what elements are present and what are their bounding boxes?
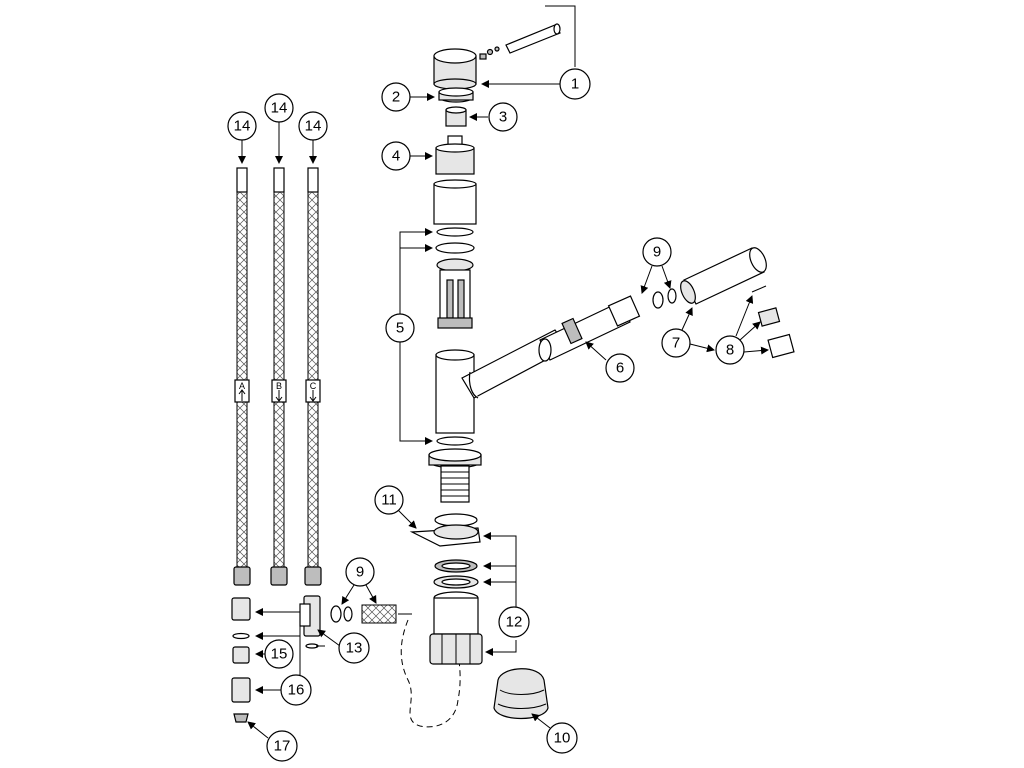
svg-text:17: 17 <box>274 738 291 755</box>
hose-label-a: A <box>239 381 245 391</box>
callout-14-b: 14 <box>264 93 294 123</box>
callout-1: 1 <box>559 68 591 100</box>
lever-plate <box>409 513 481 547</box>
callout-14-a: 14 <box>227 111 257 141</box>
supply-hose-b <box>270 167 288 586</box>
hose-weight <box>493 668 549 719</box>
threaded-shank <box>428 448 482 503</box>
svg-text:2: 2 <box>392 89 400 106</box>
cap-ring <box>438 87 474 103</box>
svg-text:4: 4 <box>392 148 400 165</box>
svg-text:5: 5 <box>396 320 404 337</box>
callout-2: 2 <box>381 82 411 112</box>
adapter-parts <box>231 595 461 728</box>
callout-13: 13 <box>338 632 370 664</box>
callout-14-c: 14 <box>298 111 328 141</box>
callout-17: 17 <box>266 730 298 762</box>
aerator-parts <box>751 285 795 359</box>
callout-5: 5 <box>385 313 415 343</box>
svg-text:13: 13 <box>346 640 363 657</box>
callout-10: 10 <box>546 722 578 754</box>
cartridge <box>435 135 475 175</box>
svg-text:14: 14 <box>234 118 251 135</box>
supply-hose-a <box>233 167 251 586</box>
callout-15: 15 <box>264 639 294 669</box>
flow-arrow-icons <box>238 389 317 402</box>
svg-text:9: 9 <box>653 244 661 261</box>
callout-6: 6 <box>605 353 635 383</box>
pull-out-hose <box>538 288 677 362</box>
callout-3: 3 <box>488 102 518 132</box>
bonnet-nut <box>445 106 467 127</box>
callout-11: 11 <box>374 485 404 515</box>
callout-12: 12 <box>498 606 530 638</box>
base-o-ring <box>436 436 474 446</box>
svg-text:10: 10 <box>554 730 571 747</box>
svg-text:3: 3 <box>499 109 507 126</box>
svg-text:16: 16 <box>288 682 305 699</box>
sleeve <box>433 179 477 225</box>
svg-text:11: 11 <box>381 492 397 509</box>
svg-text:6: 6 <box>616 360 624 377</box>
leader-lines-14 <box>238 122 317 164</box>
svg-text:14: 14 <box>305 118 322 135</box>
supply-hose-c <box>304 167 322 586</box>
callout-4: 4 <box>381 141 411 171</box>
svg-text:7: 7 <box>672 335 680 352</box>
svg-text:15: 15 <box>271 646 288 663</box>
svg-text:8: 8 <box>726 342 734 359</box>
diverter-insert <box>436 258 474 329</box>
callout-16: 16 <box>280 674 312 706</box>
handle-assembly <box>433 23 561 90</box>
spray-head <box>680 247 767 305</box>
hose-label-c: C <box>310 381 317 391</box>
svg-text:9: 9 <box>356 564 364 581</box>
washers <box>433 559 479 589</box>
svg-text:1: 1 <box>571 76 579 93</box>
hose-label-b: B <box>276 381 282 391</box>
callout-9-upper: 9 <box>642 237 672 267</box>
callout-9-lower: 9 <box>345 557 375 587</box>
svg-text:14: 14 <box>271 100 288 117</box>
o-rings-upper <box>435 227 475 254</box>
callout-8: 8 <box>715 335 745 365</box>
svg-text:12: 12 <box>506 614 523 631</box>
mounting-nut <box>429 591 483 665</box>
callout-7: 7 <box>661 328 691 358</box>
